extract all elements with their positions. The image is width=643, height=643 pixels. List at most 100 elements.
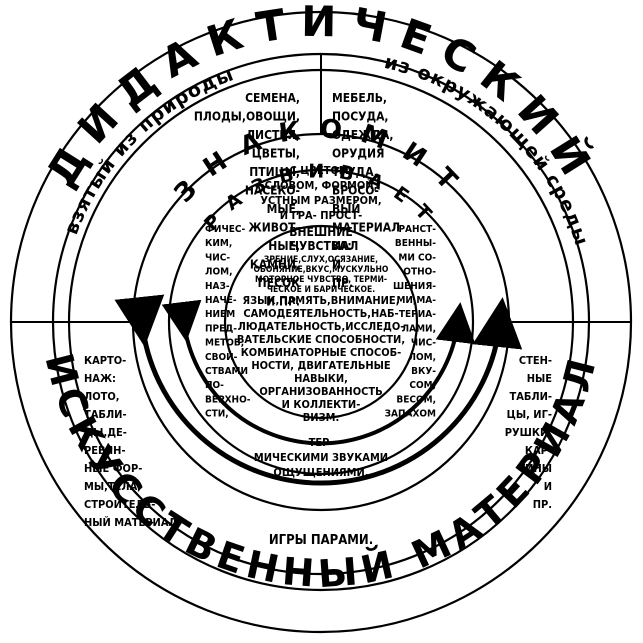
nature-list-line: МЫЕ, [267, 202, 300, 216]
bottom-senses-line: ОЩУЩЕНИЯМИ. [273, 466, 368, 479]
nature-list-line: СЕМЕНА, [245, 91, 300, 105]
right-column-line: ТЕРИА- [399, 309, 436, 320]
environment-list: МЕБЕЛЬ, ПОСУДА, ОДЕЖДА, ОРУДИЯ ТРУДА, БРОСО- В… [332, 91, 400, 290]
left-column-line: КИМ, [205, 238, 232, 249]
nature-list-line: ЦВЕТЫ, [252, 147, 300, 161]
center-senses-line: ЧЕСКОЕ И БАРИЧЕСКОЕ. [267, 285, 375, 295]
artificial-left-line: КАРТО- [84, 354, 126, 367]
environment-list-line: ОДЕЖДА, [332, 128, 393, 142]
bottom-senses-line: МИЧЕСКИМИ ЗВУКАМИ [254, 451, 388, 464]
center-abilities-line: И КОЛЛЕКТИ- [282, 398, 361, 411]
left-column-line: МЕТОВ, [205, 338, 244, 349]
center-abilities-line: ВАТЕЛЬСКИЕ СПОСОБНОСТИ, [237, 333, 405, 346]
center-abilities-line: КОМБИНАТОРНЫЕ СПОСОБ- [241, 346, 402, 359]
environment-list-line: И [332, 258, 341, 272]
environment-list-line: ОРУДИЯ [332, 147, 384, 161]
right-column-line: ОТНО- [403, 267, 436, 278]
left-column: ФИЧЕС- КИМ, ЧИС- ЛОМ, НАЗ- НАЧЕ- НИЕМ ПРЕД- МЕТО… [205, 224, 251, 420]
environment-list-line: ПОСУДА, [332, 110, 389, 124]
center-title-line: ЧУВСТВА: [290, 239, 351, 253]
left-column-line: НАЗ- [205, 281, 230, 292]
nature-list-line: ПТИЦЫ, [249, 165, 300, 179]
right-column-line: ВЕСОМ, [396, 394, 436, 405]
artificial-left-line: РЕВЯН- [84, 444, 126, 457]
environment-list-line: ПР. [332, 276, 353, 290]
artificial-left-line: СТРОИТЕЛЬ- [84, 498, 155, 511]
right-column-line: РАНСТ- [398, 224, 436, 235]
bottom-senses: ТЕР- МИЧЕСКИМИ ЗВУКАМИ ОЩУЩЕНИЯМИ. [254, 436, 388, 479]
environment-list-line: МЕБЕЛЬ, [332, 91, 387, 105]
center-abilities: ЯЗЫК,ПАМЯТЬ,ВНИМАНИЕ,САМОДЕЯТЕЛЬНОСТЬ,НА… [237, 294, 405, 424]
right-column-line: СОМ, [409, 380, 436, 391]
nature-list-line: И ПР. [266, 295, 300, 309]
right-column-line: МИ,МА- [396, 295, 436, 306]
bottom-label: ИГРЫ ПАРАМИ. [269, 533, 373, 548]
artificial-left-line: НЫЙ МАТЕРИАЛ [84, 516, 177, 529]
artificial-right-line: ТИНЫ [518, 462, 552, 475]
left-column-line: ЧИС- [205, 252, 230, 263]
left-column-line: ВЕРХНО- [205, 394, 251, 405]
nature-list-line: ЖИВОТ- [248, 221, 300, 235]
artificial-left-line: МЫ,ТЕЛА, [84, 480, 141, 493]
artificial-right-line: ЦЫ, ИГ- [507, 408, 552, 421]
artificial-right-line: И [544, 480, 552, 493]
left-column-line: ПРЕД- [205, 323, 237, 334]
right-column-line: ЗАПАХОМ [385, 409, 436, 420]
nature-list-line: ПЛОДЫ,ОВОЩИ, [194, 110, 300, 124]
bottom-senses-line: ТЕР- [309, 436, 334, 449]
center-abilities-line: ВИЗМ. [303, 411, 339, 424]
artificial-left-line: ЦЫ,ДЕ- [84, 426, 127, 439]
center-senses-line: ЗРЕНИЕ,СЛУХ,ОСЯЗАНИЕ, [264, 255, 378, 265]
artificial-right-line: СТЕН- [519, 354, 552, 367]
artificial-left: КАРТО-НАЖ:ЛОТО,ТАБЛИ-ЦЫ,ДЕ-РЕВЯН-НЫЕ ФОР… [84, 354, 177, 529]
left-column-line: ЛОМ, [205, 267, 233, 278]
center-abilities-line: ОРГАНИЗОВАННОСТЬ [259, 385, 382, 398]
environment-list-line: БРОСО- [332, 184, 379, 198]
artificial-left-line: ЛОТО, [84, 390, 120, 403]
left-column-line: ПО- [205, 380, 224, 391]
acquaints-list-line: СЛОВОМ, ФОРМОЙ, [265, 179, 378, 192]
nature-list-line: ПЕСОК [258, 276, 301, 290]
left-column-line: СТИ, [205, 409, 229, 420]
artificial-right-line: ТАБЛИ- [509, 390, 552, 403]
left-column-line: ФИЧЕС- [205, 224, 245, 235]
center-abilities-line: ЯЗЫК,ПАМЯТЬ,ВНИМАНИЕ, [243, 294, 400, 307]
acquaints-list-line: И ГРА- ПРОСТ- [280, 209, 363, 222]
center-abilities-line: НАВЫКИ, [294, 372, 348, 385]
right-column-line: ВЕННЫ- [395, 238, 436, 249]
nature-list-line: НЫЕ, [268, 239, 300, 253]
artificial-right-line: ПР. [533, 498, 552, 511]
nature-list-line: КАМНИ, [250, 258, 300, 272]
left-column-line: СТВАМИ [205, 366, 248, 377]
nature-list-line: НАСЕКО- [245, 184, 300, 198]
artificial-left-line: ТАБЛИ- [84, 408, 127, 421]
environment-list-line: МАТЕРИАЛ [332, 221, 400, 235]
nature-list-line: ЛИСТЬЯ, [246, 128, 300, 142]
artificial-right-line: РУШКИ, [505, 426, 552, 439]
left-column-line: НИЕМ [205, 309, 235, 320]
environment-list-line: ТРУДА, [332, 165, 378, 179]
development-arrow [114, 294, 523, 486]
acquaints-list-line: С ЦВЕТОМ, [290, 164, 353, 177]
center-senses: ЗРЕНИЕ,СЛУХ,ОСЯЗАНИЕ,ОБОНЯНИЕ,ВКУС,МУСКУ… [254, 255, 389, 295]
center-abilities-line: НОСТИ, ДВИГАТЕЛЬНЫЕ [251, 359, 391, 372]
left-column-line: НАЧЕ- [205, 295, 237, 306]
artificial-left-line: НАЖ: [84, 372, 116, 385]
right-column: РАНСТ-ВЕННЫ-МИ СО-ОТНО-ШЕНИЯ-МИ,МА-ТЕРИА… [385, 224, 437, 420]
acquaints-list: С ЦВЕТОМ, СЛОВОМ, ФОРМОЙ, УСТНЫМ РАЗМЕРОМ,… [260, 164, 381, 222]
right-column-line: ЛОМ, [409, 352, 437, 363]
right-column-line: ВКУ- [411, 366, 436, 377]
center-senses-line: ОБОНЯНИЕ,ВКУС,МУСКУЛЬНО [254, 265, 389, 275]
environment-list-line: ВЫЙ [332, 201, 360, 216]
right-column-line: ЛАМИ, [402, 323, 436, 334]
acquaints-list-line: УСТНЫМ РАЗМЕРОМ, [260, 194, 381, 207]
center-abilities-line: САМОДЕЯТЕЛЬНОСТЬ,НАБ- [243, 307, 398, 320]
right-column-line: ЧИС- [411, 338, 436, 349]
left-column-line: СВОЙ- [205, 350, 238, 363]
right-column-line: ШЕНИЯ- [393, 281, 436, 292]
center-title-line: ВНЕШНИЕ [289, 225, 352, 239]
environment-list-line: ИАЛ [332, 239, 358, 253]
